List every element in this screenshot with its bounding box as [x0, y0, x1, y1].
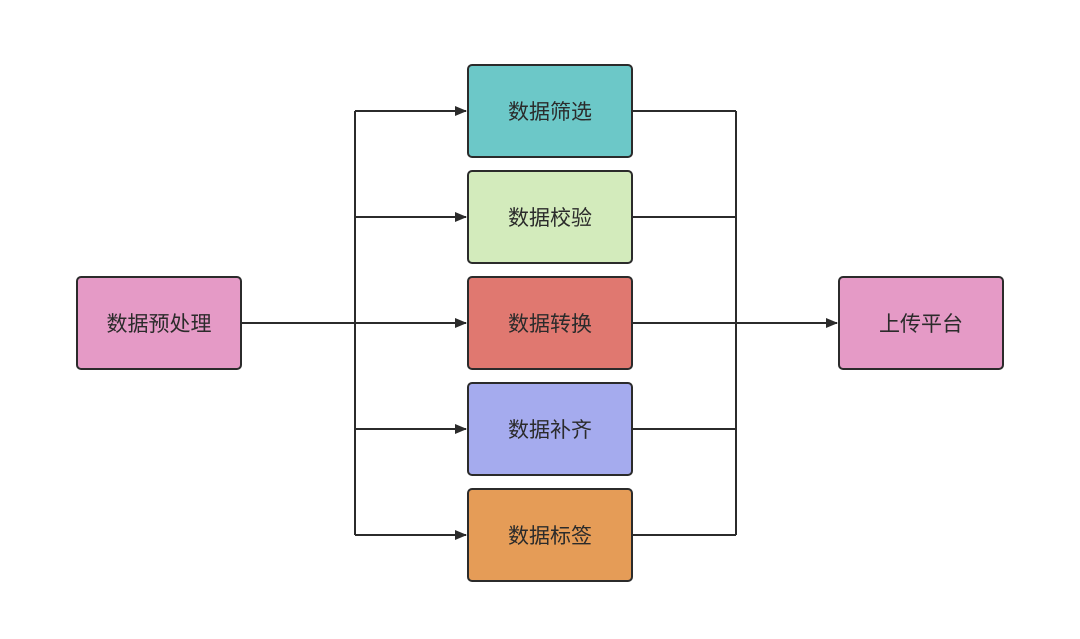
node-data-transformation[interactable]: 数据转换	[467, 276, 633, 370]
node-label: 数据预处理	[106, 312, 212, 336]
node-label: 数据筛选	[508, 100, 592, 124]
node-label: 数据补齐	[508, 418, 592, 442]
node-upload-platform[interactable]: 上传平台	[838, 276, 1004, 370]
node-label: 数据标签	[508, 524, 592, 548]
node-label: 数据校验	[508, 206, 592, 230]
node-data-preprocessing[interactable]: 数据预处理	[76, 276, 242, 370]
node-data-completion[interactable]: 数据补齐	[467, 382, 633, 476]
node-data-validation[interactable]: 数据校验	[467, 170, 633, 264]
node-data-labeling[interactable]: 数据标签	[467, 488, 633, 582]
node-label: 数据转换	[508, 312, 592, 336]
node-label: 上传平台	[879, 312, 963, 336]
node-data-filtering[interactable]: 数据筛选	[467, 64, 633, 158]
